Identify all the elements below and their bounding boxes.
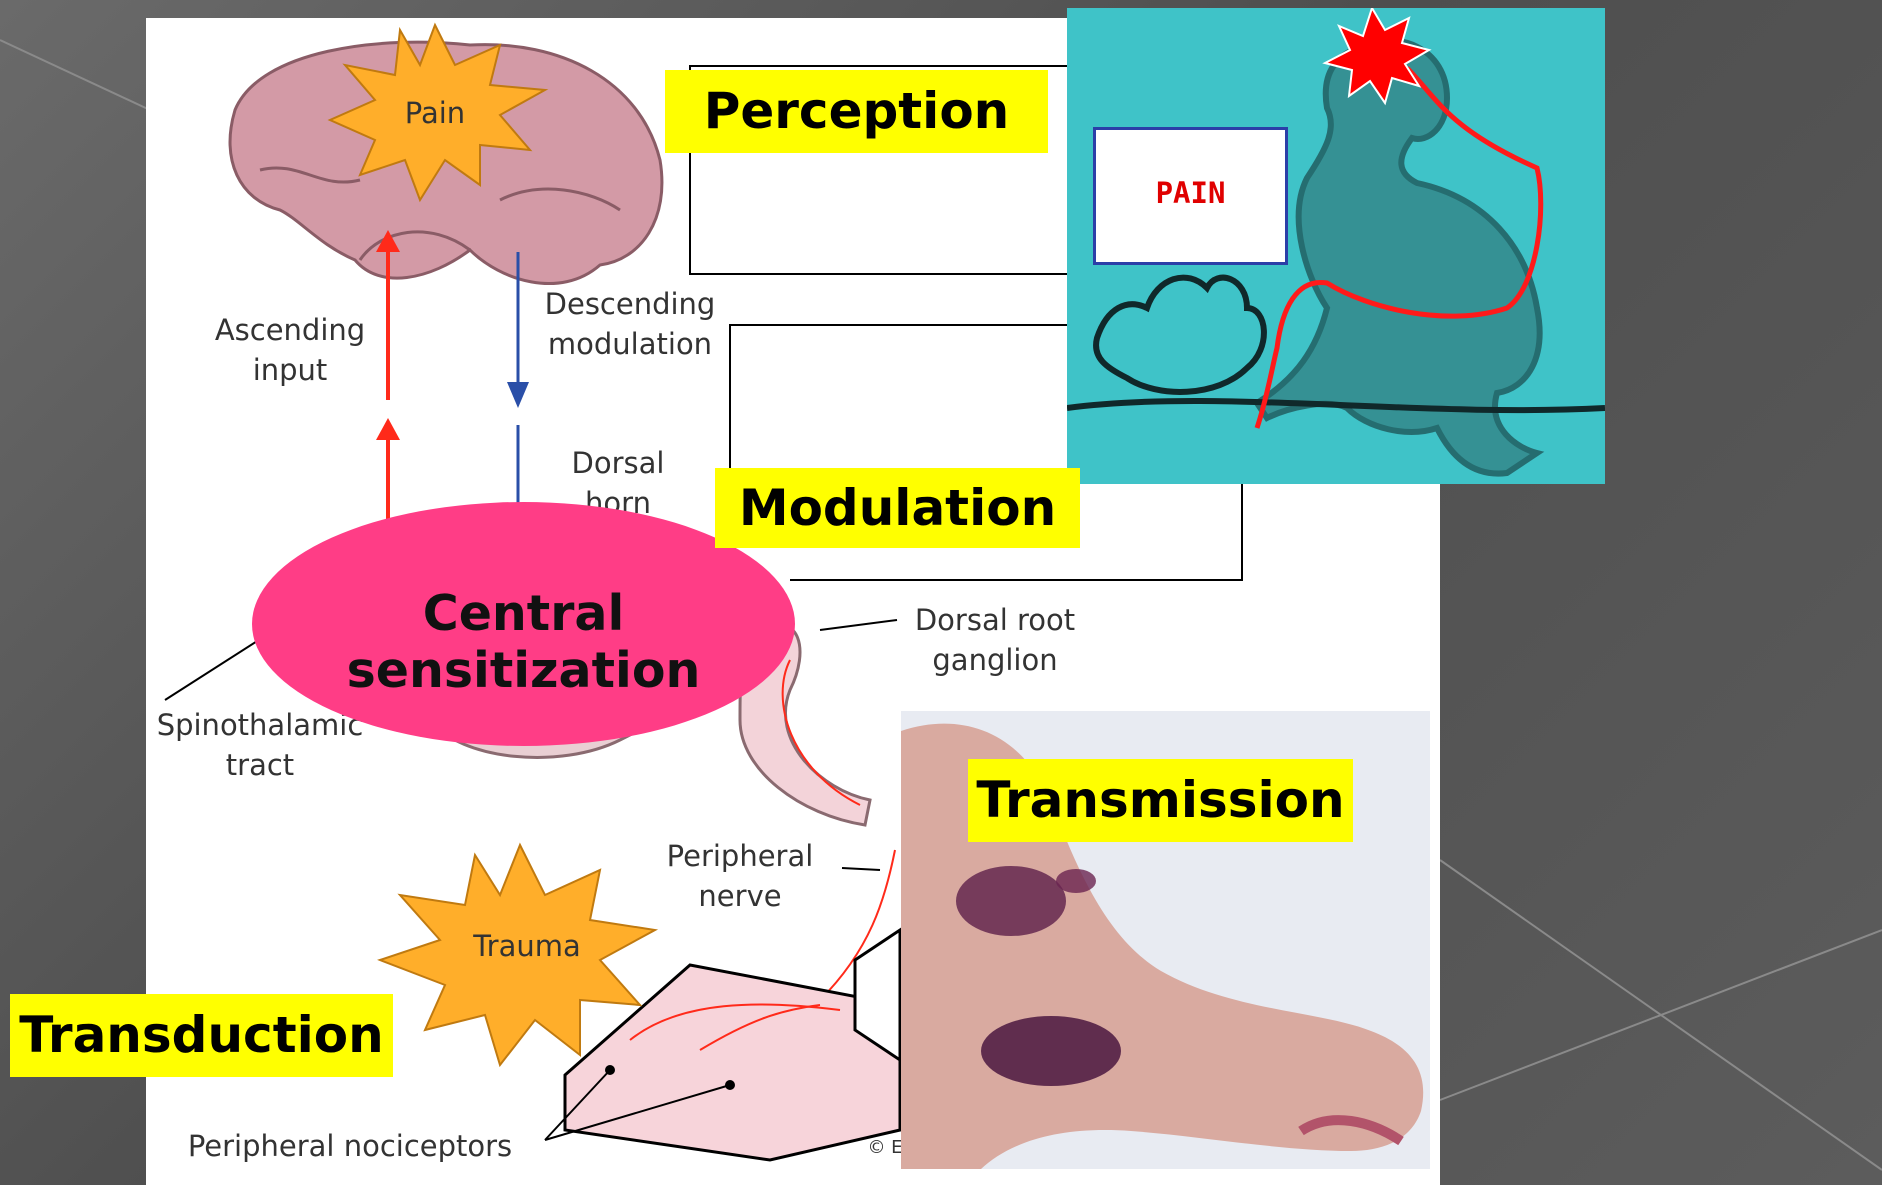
transduction-label: Transduction — [10, 994, 393, 1077]
peripheral-nerve-label: Peripheral nerve — [650, 836, 830, 916]
peripheral-nociceptors-label: Peripheral nociceptors — [160, 1126, 540, 1166]
modulation-label: Modulation — [715, 468, 1080, 548]
spinothalamic-tract-label: Spinothalamic tract — [145, 705, 375, 785]
central-sensitization-label: Central sensitization — [252, 585, 795, 699]
transmission-label: Transmission — [968, 759, 1353, 842]
trauma-label: Trauma — [447, 926, 607, 966]
pain-sign: PAIN — [1093, 127, 1288, 265]
dorsal-root-ganglion-label: Dorsal root ganglion — [895, 600, 1095, 680]
perception-label: Perception — [665, 70, 1048, 153]
